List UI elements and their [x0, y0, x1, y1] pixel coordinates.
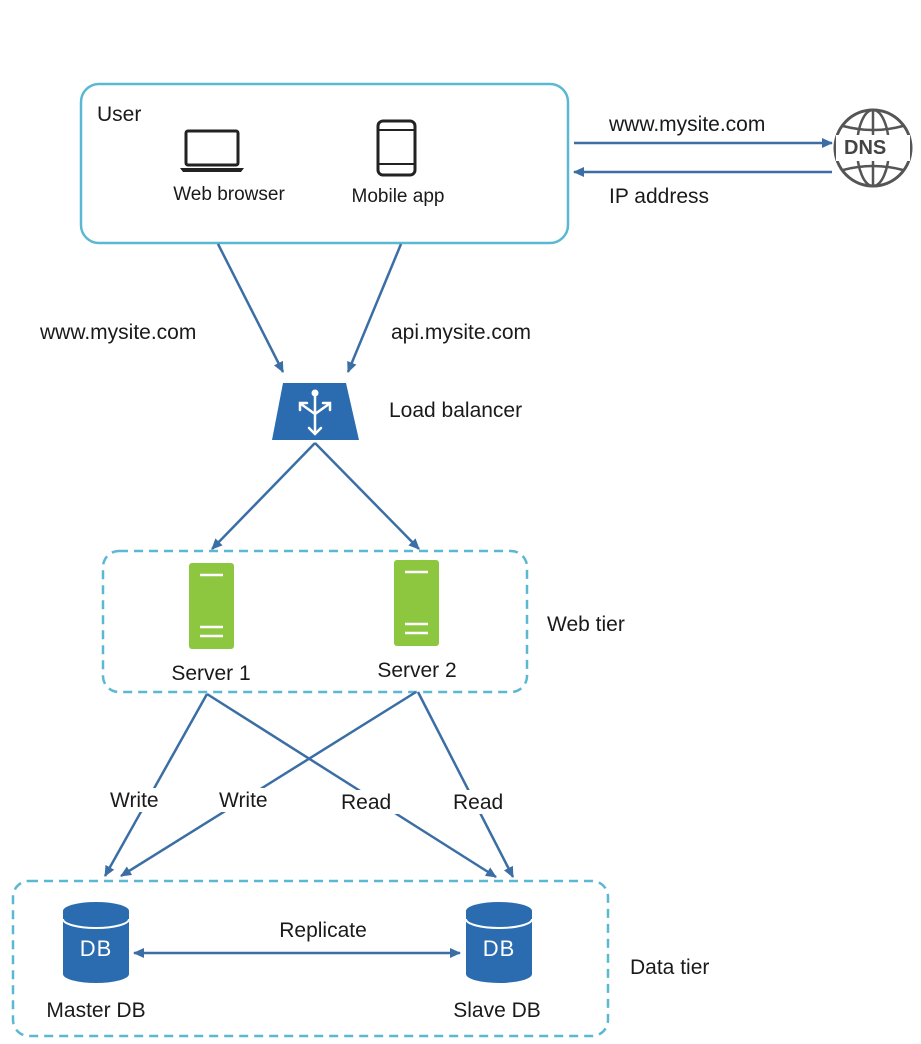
server1-write-arrow	[103, 693, 209, 877]
data-tier-label: Data tier	[630, 956, 710, 979]
server1-read-arrow	[206, 692, 497, 879]
web-domain-arrow	[216, 243, 285, 373]
data-tier-box	[11, 879, 610, 1038]
web-browser-label: Web browser	[173, 184, 285, 205]
dns-globe-icon	[833, 108, 913, 188]
mobile-phone-icon	[376, 119, 417, 177]
user-box	[79, 82, 570, 245]
web-tier-label: Web tier	[547, 613, 625, 636]
server-2-icon	[394, 560, 439, 646]
dns-request-label: www.mysite.com	[609, 113, 766, 136]
web-domain-label: www.mysite.com	[40, 321, 197, 344]
api-domain-arrow	[346, 243, 403, 373]
master-db-icon	[62, 902, 130, 983]
user-title: User	[97, 103, 142, 126]
mobile-app-label: Mobile app	[351, 186, 445, 207]
load-balancer-icon	[272, 383, 359, 440]
slave-db-icon-text: DB	[482, 936, 516, 961]
master-db-icon-text: DB	[79, 936, 113, 961]
server-1-label: Server 1	[171, 662, 251, 685]
slave-db-label: Slave DB	[453, 999, 541, 1022]
api-domain-label: api.mysite.com	[391, 321, 532, 344]
lb-to-server2-arrow	[314, 442, 420, 550]
server-1-icon	[189, 563, 234, 649]
server2-write-arrow	[120, 690, 417, 878]
laptop-icon	[180, 129, 244, 172]
dns-icon-text: DNS	[844, 137, 887, 159]
read-label-2: Read	[453, 791, 504, 814]
server2-read-arrow	[416, 691, 515, 878]
write-label-1: Write	[110, 789, 159, 812]
load-balancer-label: Load balancer	[389, 399, 523, 422]
replicate-label: Replicate	[279, 919, 367, 942]
dns-response-label: IP address	[609, 185, 710, 208]
slave-db-icon	[465, 902, 533, 983]
server-2-label: Server 2	[377, 659, 457, 682]
master-db-label: Master DB	[46, 999, 146, 1022]
lb-to-server1-arrow	[211, 442, 316, 550]
read-label-1: Read	[341, 791, 392, 814]
write-label-2: Write	[219, 789, 268, 812]
web-tier-box	[101, 549, 529, 694]
